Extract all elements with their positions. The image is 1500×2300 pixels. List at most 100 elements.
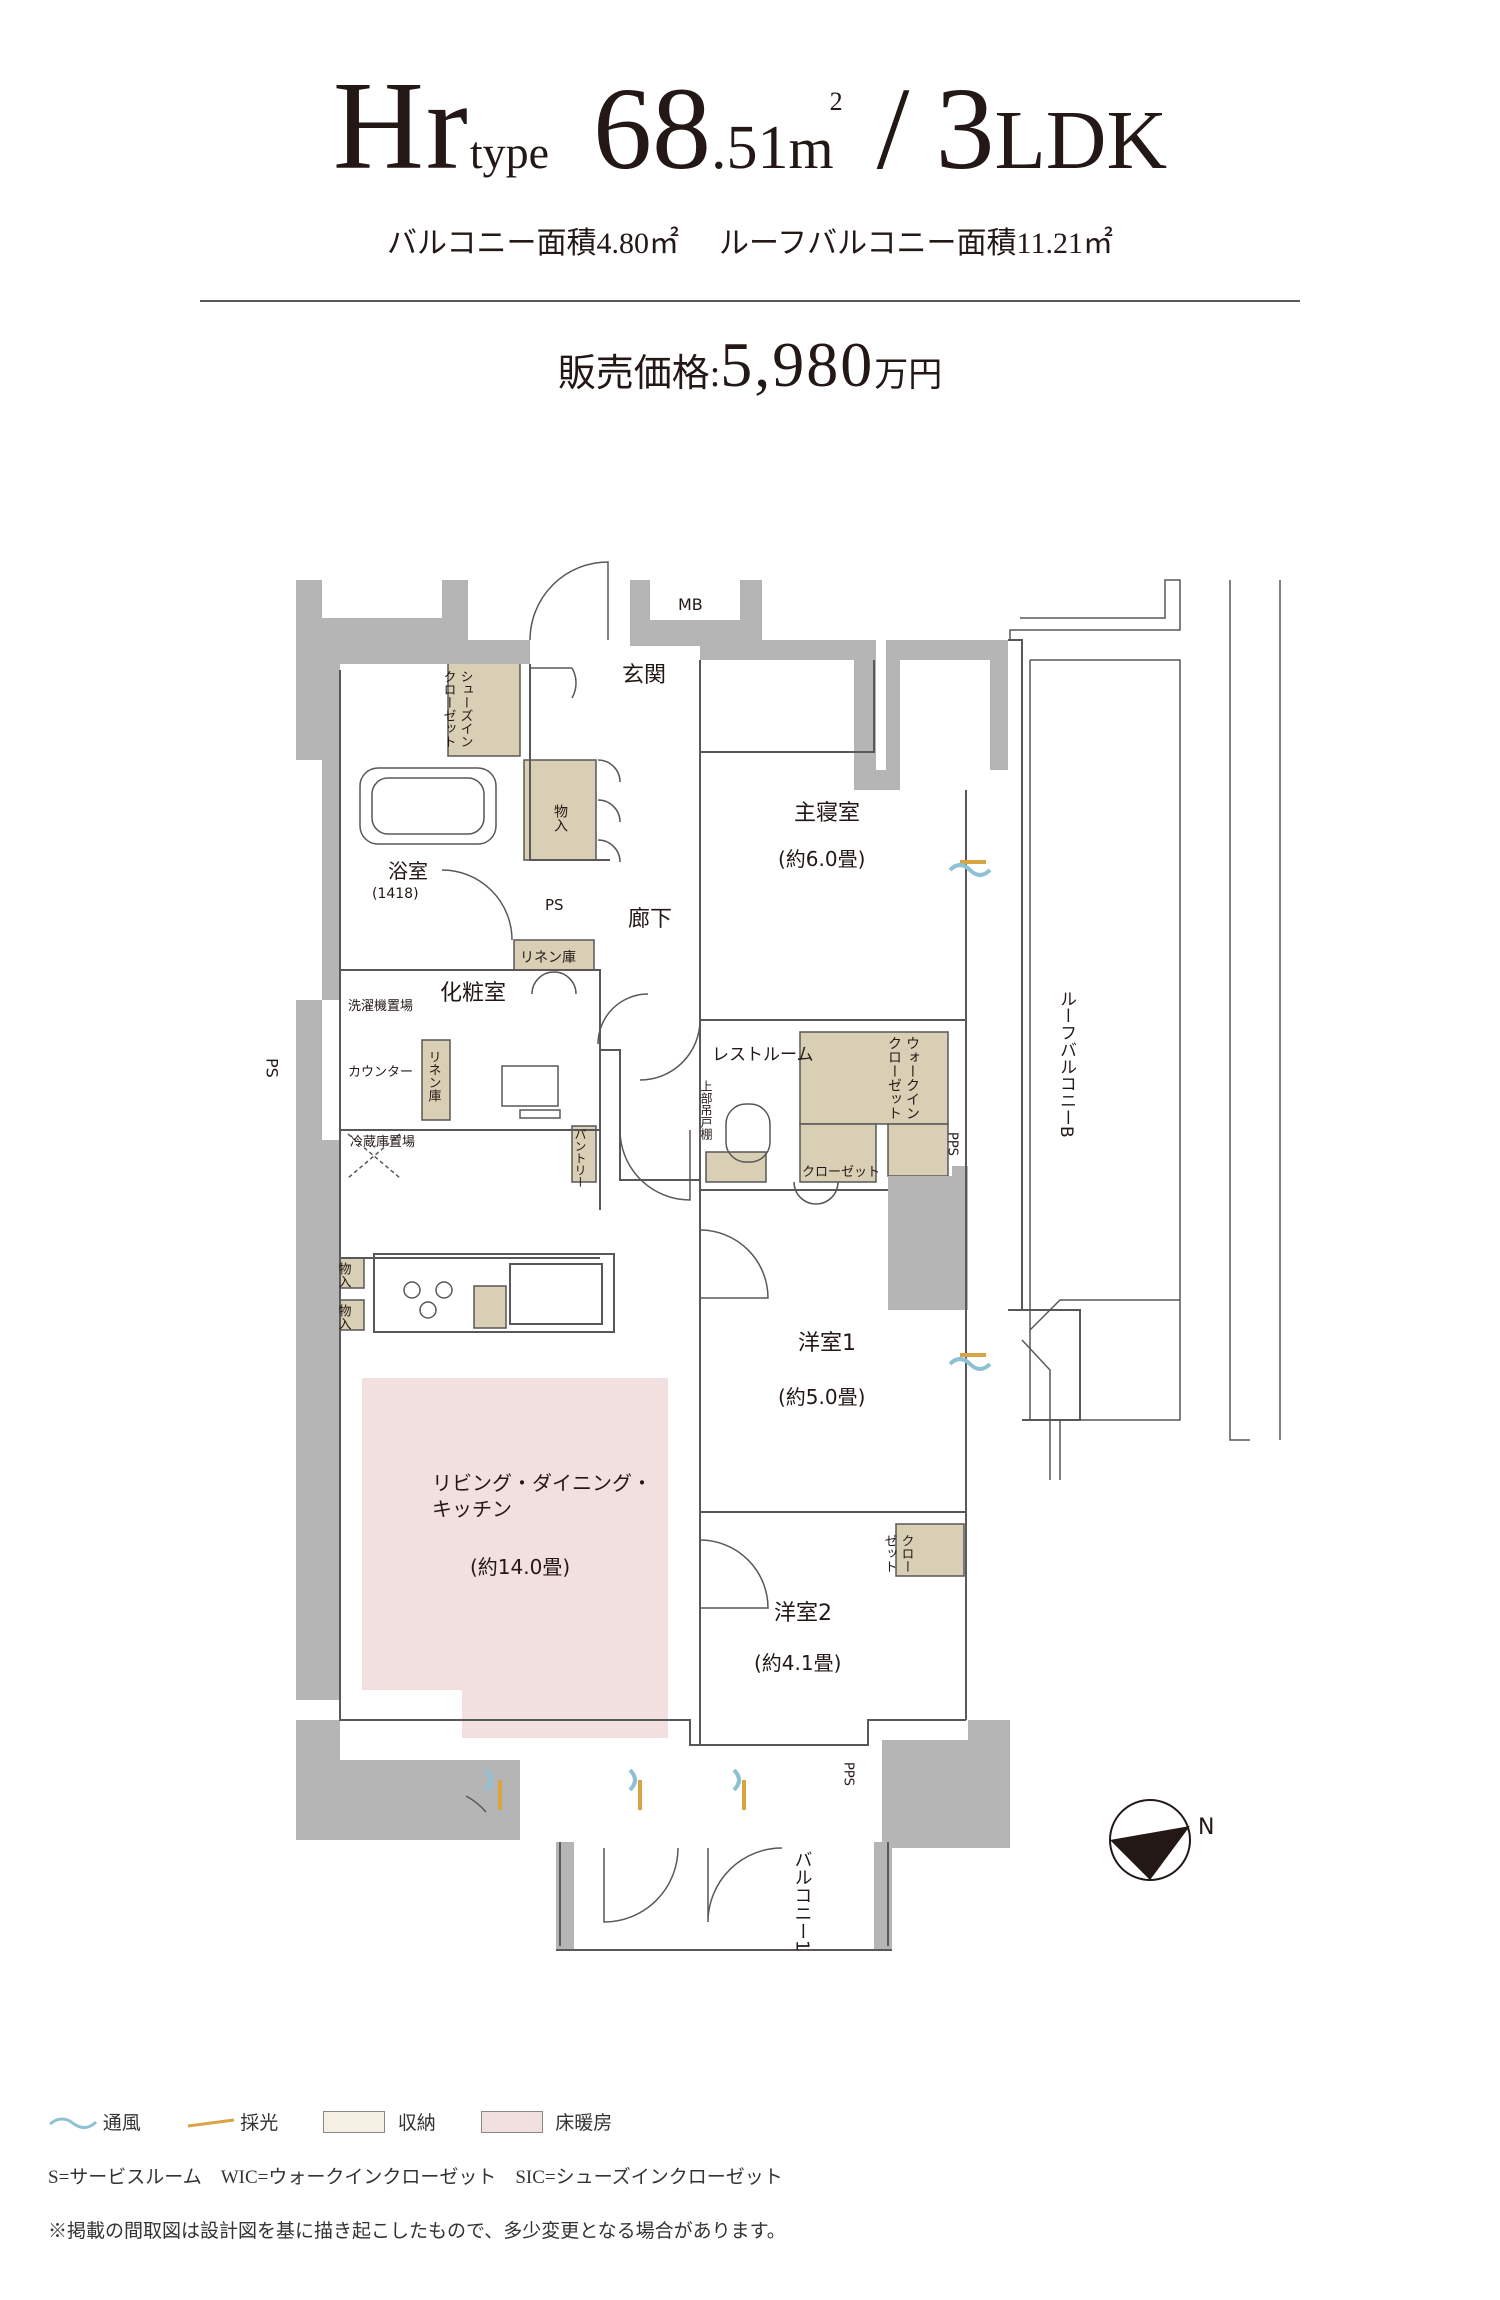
kitchen-counter-storage-area <box>473 1285 507 1329</box>
kitchen-storage1-area <box>339 1257 365 1289</box>
label-western2: 洋室2 <box>774 1601 832 1626</box>
wall-left-ps <box>296 1000 322 1140</box>
western2-balcony-door <box>707 1847 783 1923</box>
area-int: 68 <box>593 63 712 194</box>
wic-area <box>799 1031 949 1125</box>
label-master-bedroom-size: (約6.0畳) <box>778 847 865 871</box>
western2-door <box>699 1539 769 1609</box>
label-roof-balcony: ルーフバルコニーB <box>1056 990 1076 1138</box>
toilet-icon <box>725 1103 771 1163</box>
pantry-area <box>571 1125 597 1183</box>
title-slash: / <box>876 63 910 194</box>
price-unit: 万円 <box>874 357 943 394</box>
label-storage-top: 物入 <box>552 804 568 832</box>
lighting-ventilation <box>484 860 992 1810</box>
area-dec: .51 <box>711 114 789 182</box>
wall-balcony-left <box>556 1842 574 1950</box>
wall-top-left <box>296 580 530 1000</box>
closet-doors <box>793 1181 839 1205</box>
label-entrance: 玄関 <box>622 663 666 688</box>
wall-lines <box>339 639 1081 1951</box>
wic-lower-area <box>887 1123 949 1177</box>
label-linen-side: リネン庫 <box>426 1050 442 1102</box>
ldk-balcony-door <box>603 1847 679 1923</box>
label-wic: ウォークインクローゼット <box>886 1036 920 1120</box>
closet-area <box>799 1123 877 1183</box>
wall-top-right <box>630 580 1008 790</box>
rest-room-door <box>639 1019 701 1081</box>
wall-bottom-right <box>882 1720 1010 1848</box>
room-labels: 玄関 MB シューズインクローゼット 主寝室 (約6.0畳) 物入 浴室 (14… <box>263 595 1077 1951</box>
storage-top-area <box>523 759 597 861</box>
type-main: Hr <box>332 57 470 196</box>
storage-doors <box>597 759 621 863</box>
area-sup: 2 <box>829 87 843 116</box>
label-pps-right: PPS <box>945 1132 960 1156</box>
roof-balcony-outline <box>1009 579 1281 1480</box>
small-closet-area <box>895 1523 965 1577</box>
wall-bottom-left <box>296 1720 520 1840</box>
powder-door <box>597 993 649 1045</box>
entrance-door <box>529 561 609 641</box>
compass: N <box>1109 1799 1214 1881</box>
label-small-closet: クローゼット <box>882 1534 914 1573</box>
vanity-sink-icon <box>501 1065 559 1107</box>
ldk-corner-door <box>465 1795 487 1813</box>
price-label: 販売価格: <box>557 353 721 395</box>
label-kitchen-storage1: 物入 <box>336 1262 352 1288</box>
label-closet: クローゼット <box>802 1165 880 1180</box>
shoes-closet-area <box>447 655 521 757</box>
wall-balcony-right <box>874 1842 892 1950</box>
label-mb: MB <box>678 595 703 614</box>
floor-heating-swatch <box>480 2110 543 2133</box>
corridor-door <box>619 1129 691 1201</box>
kitchen-storage2-area <box>339 1299 365 1331</box>
balcony-area: バルコニー面積4.80㎡ <box>387 227 679 260</box>
storage-swatch <box>323 2110 386 2133</box>
bathtub-icon <box>359 767 497 845</box>
label-washer: 洗濯機置場 <box>348 999 413 1014</box>
legend-ventilation: 通風 <box>102 2113 141 2134</box>
area-unit: m <box>788 116 834 181</box>
label-ldk-size: (約14.0畳) <box>470 1555 570 1579</box>
floor-heating-area <box>362 1378 668 1738</box>
header-divider <box>200 300 1300 302</box>
label-fridge: 冷蔵庫置場 <box>350 1135 415 1150</box>
label-ps-left: PS <box>263 1058 282 1078</box>
label-ldk: リビング・ダイニング・キッチン <box>432 1471 652 1521</box>
legend: 通風 採光 収納 床暖房 S=サービスルーム WIC=ウォークインクローゼット … <box>48 2108 1448 2288</box>
doors <box>441 561 1051 1923</box>
linen-side-area <box>421 1039 451 1121</box>
layout-text: LDK <box>994 94 1168 187</box>
label-bath: 浴室 <box>388 859 428 883</box>
label-master-bedroom: 主寝室 <box>794 801 860 826</box>
legend-storage: 収納 <box>397 2113 436 2134</box>
label-shoes-closet: シューズインクローゼット <box>441 670 473 748</box>
ventilation-icon <box>49 2117 98 2129</box>
label-balcony: バルコニー1 <box>792 1850 813 1951</box>
legend-lighting: 採光 <box>240 2113 279 2134</box>
legend-floor-heating: 床暖房 <box>555 2113 613 2134</box>
label-kitchen-storage2: 物入 <box>336 1304 352 1330</box>
label-western1: 洋室1 <box>798 1331 856 1356</box>
wall-pps <box>952 1166 968 1206</box>
label-pps-bottom: PPS <box>841 1762 856 1786</box>
linen-doors <box>531 971 577 995</box>
shoe-door <box>530 667 577 699</box>
label-pantry: パントリー <box>573 1128 587 1188</box>
label-powder-room: 化粧室 <box>440 981 506 1006</box>
label-counter: カウンター <box>348 1065 413 1080</box>
western1-door <box>699 1229 769 1299</box>
burner-icon <box>403 1281 421 1299</box>
roof-door <box>1021 1339 1051 1420</box>
label-upper-cabinet: 上部吊戸棚 <box>699 1080 713 1141</box>
label-western1-size: (約5.0畳) <box>778 1385 865 1409</box>
lighting-icon <box>187 2118 234 2127</box>
label-bath-size: (1418) <box>372 886 419 902</box>
north-label: N <box>1198 1815 1214 1840</box>
type-sub: type <box>469 127 550 178</box>
